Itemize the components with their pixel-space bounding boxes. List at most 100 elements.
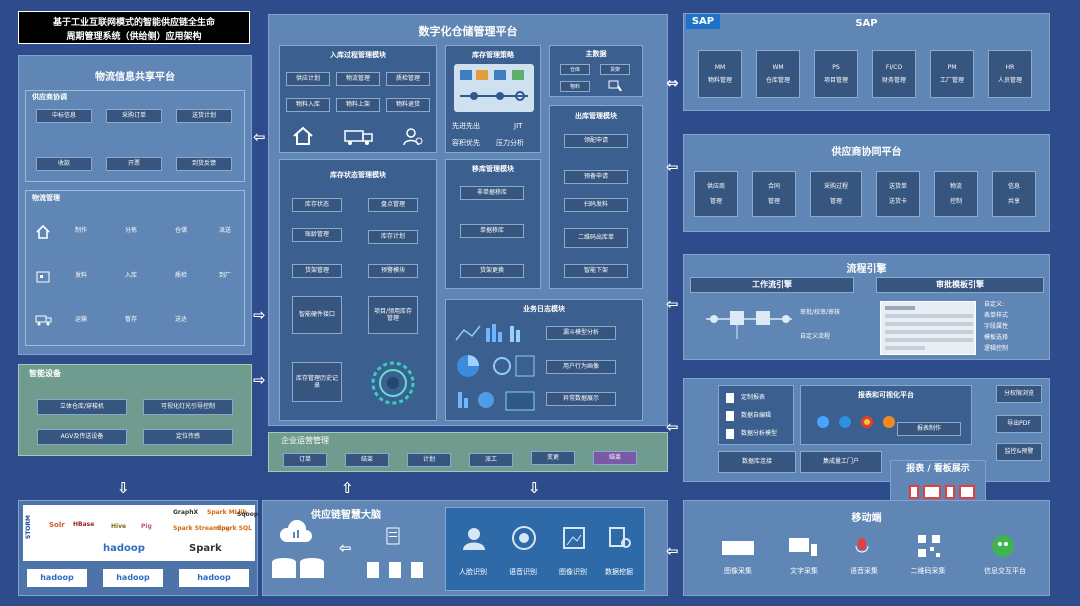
- sc-item[interactable]: 送货计划: [176, 109, 232, 123]
- truck-icon: [342, 126, 376, 148]
- status-item[interactable]: 库存状态: [292, 198, 342, 212]
- supplier-item-line1: 物流: [949, 182, 962, 190]
- form-template-preview: [880, 301, 976, 355]
- approval-title: 审批模板引擎: [876, 277, 1044, 293]
- outbound-item[interactable]: 智能下架: [564, 264, 628, 278]
- enterprise-item[interactable]: 派工: [469, 453, 513, 467]
- supplier-item[interactable]: 物流控制: [934, 171, 978, 217]
- outbound-item[interactable]: 扫码发料: [564, 198, 628, 212]
- supplier-item[interactable]: 供应商管理: [694, 171, 738, 217]
- report-make-button[interactable]: 报表制作: [897, 422, 961, 436]
- sc-item[interactable]: 开票: [106, 157, 162, 171]
- wechat-icon: [990, 533, 1016, 559]
- approval-list-item: 自定义:: [984, 301, 1005, 308]
- outbound-item[interactable]: 领配申请: [564, 134, 628, 148]
- log-item[interactable]: 用户行为画像: [546, 360, 616, 374]
- status-item[interactable]: 智能硬件接口: [292, 296, 342, 334]
- supplier-item[interactable]: 送货单送货卡: [876, 171, 920, 217]
- supplier-item[interactable]: 信息共享: [992, 171, 1036, 217]
- status-item[interactable]: 账龄管理: [292, 228, 342, 242]
- strategy-illustration: [454, 64, 534, 112]
- sap-module-code: HR: [1005, 63, 1015, 71]
- log-item[interactable]: 异常数据展示: [546, 392, 616, 406]
- edge-icon: [837, 414, 853, 430]
- screen-icon: [959, 485, 975, 499]
- report-bottom-item[interactable]: 集成量工门户: [800, 451, 882, 473]
- lm-item[interactable]: 入库: [124, 272, 137, 280]
- home-icon: [34, 223, 52, 241]
- workflow-label: 审批/校审/审核: [800, 309, 841, 316]
- report-right-item[interactable]: 监控&预警: [996, 443, 1042, 461]
- ai-label: 数据挖掘: [605, 568, 633, 576]
- inbound-item[interactable]: 物料入库: [286, 98, 330, 112]
- sc-item[interactable]: 采购订单: [106, 109, 162, 123]
- equip-item[interactable]: 定位传感: [143, 429, 233, 445]
- report-right-item[interactable]: 导出PDF: [996, 415, 1042, 433]
- equip-item[interactable]: 可视化灯光引导控制: [143, 399, 233, 415]
- move-item[interactable]: 货架更换: [460, 264, 524, 278]
- lm-item[interactable]: 送达: [174, 316, 187, 324]
- mobile-item: 二维码采集: [910, 567, 946, 575]
- enterprise-item[interactable]: 结束: [593, 451, 637, 465]
- outbound-item[interactable]: 预备申请: [564, 170, 628, 184]
- supplier-item-line2: 管理: [829, 198, 842, 205]
- supplier-item[interactable]: 采购过程管理: [810, 171, 862, 217]
- status-item[interactable]: 预警模块: [368, 264, 418, 278]
- sc-item[interactable]: 中标信息: [36, 109, 92, 123]
- enterprise-ops: 企业运营管理 订单 结束 计划 派工 变更 结束: [268, 432, 668, 472]
- inbound-item[interactable]: 供应计划: [286, 72, 330, 86]
- inbound-item[interactable]: 质检管理: [386, 72, 430, 86]
- strategy-jit: JIT: [514, 122, 523, 130]
- lm-item[interactable]: 暂存: [124, 316, 137, 324]
- lm-item[interactable]: 发料: [74, 272, 87, 280]
- inbound-item[interactable]: 物料上架: [336, 98, 380, 112]
- log-item[interactable]: 漏斗模型分析: [546, 326, 616, 340]
- equip-item[interactable]: AGV及传送设备: [37, 429, 127, 445]
- move-item[interactable]: 单据移库: [460, 224, 524, 238]
- sc-item[interactable]: 收款: [36, 157, 92, 171]
- lm-item[interactable]: 运输: [74, 316, 87, 324]
- move-item[interactable]: 非单据移库: [460, 186, 524, 200]
- lm-item[interactable]: 分拣: [124, 227, 137, 235]
- enterprise-item[interactable]: 订单: [283, 453, 327, 467]
- dashboard-ring-icon: [366, 356, 420, 410]
- report-right-item[interactable]: 分权限浏览: [996, 385, 1042, 403]
- enterprise-item[interactable]: 变更: [531, 451, 575, 465]
- status-item[interactable]: 项目/领用库存管理: [368, 296, 418, 334]
- status-item[interactable]: 货架管理: [292, 264, 342, 278]
- strategy-volume: 容积优先: [452, 139, 480, 147]
- screen-icon: [909, 485, 919, 499]
- status-item[interactable]: 盘点管理: [368, 198, 418, 212]
- inbound-item[interactable]: 物料退货: [386, 98, 430, 112]
- lm-item[interactable]: 制作: [74, 227, 87, 235]
- sap-module-code: FI/CO: [885, 63, 903, 71]
- enterprise-item[interactable]: 计划: [407, 453, 451, 467]
- lm-item[interactable]: 到厂: [218, 272, 231, 280]
- status-item[interactable]: 库存计划: [368, 230, 418, 244]
- inbound-item[interactable]: 物流管理: [336, 72, 380, 86]
- mobile-item: 语音采集: [850, 567, 878, 575]
- lm-item[interactable]: 派送: [218, 227, 231, 235]
- outbound-item[interactable]: 二维码出库单: [564, 228, 628, 248]
- approval-list-item: 表单样式: [984, 312, 1009, 319]
- lm-item[interactable]: 质检: [174, 272, 187, 280]
- sc-item[interactable]: 到货反馈: [176, 157, 232, 171]
- report-left-item: 数据自编辑: [741, 412, 772, 419]
- master-item[interactable]: 货架: [600, 64, 630, 75]
- lm-item[interactable]: 仓储: [174, 227, 187, 235]
- report-bottom-item[interactable]: 数据库连接: [718, 451, 796, 473]
- enterprise-item[interactable]: 结束: [345, 453, 389, 467]
- report-left: 定制报表 数据自编辑 数据分析模型: [718, 385, 794, 445]
- master-item[interactable]: 物料: [560, 81, 590, 92]
- status-item[interactable]: 库存管理历史记录: [292, 362, 342, 402]
- equip-item[interactable]: 立体仓库/穿梭机: [37, 399, 127, 415]
- supplier-item[interactable]: 合同管理: [752, 171, 796, 217]
- master-item[interactable]: 仓库: [560, 64, 590, 75]
